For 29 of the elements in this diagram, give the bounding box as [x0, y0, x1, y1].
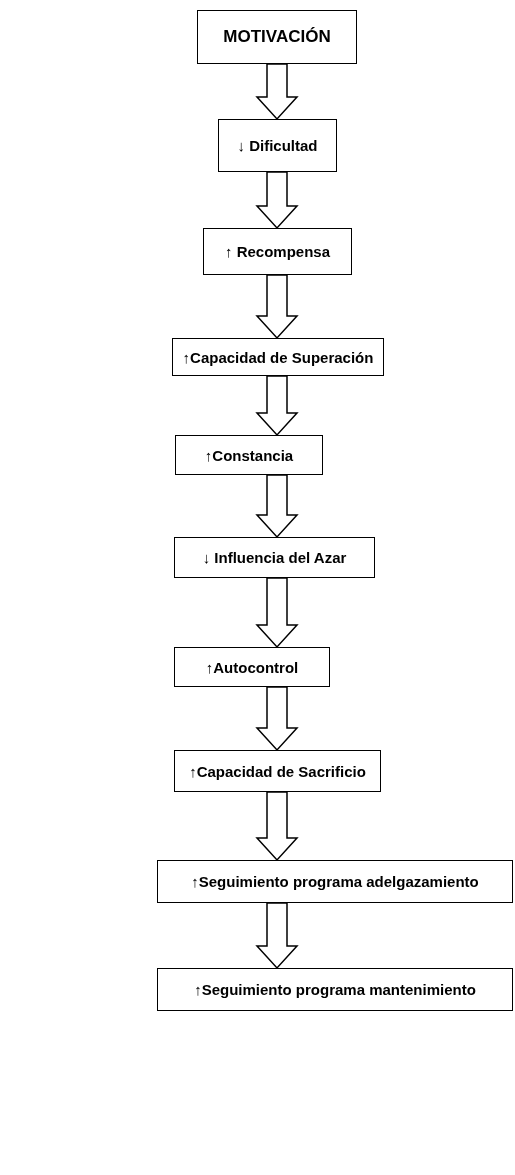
hollow-arrow [255, 686, 299, 752]
hollow-arrow [255, 63, 299, 121]
box-label: ↑Capacidad de Sacrificio [189, 762, 366, 780]
hollow-arrow [255, 274, 299, 340]
box-label: MOTIVACIÓN [223, 27, 331, 47]
hollow-arrow [255, 577, 299, 649]
process-box [197, 10, 357, 64]
process-box [175, 435, 323, 475]
process-box [218, 119, 337, 172]
box-label: ↑ Recompensa [224, 243, 330, 260]
process-box [157, 968, 513, 1011]
process-box [157, 860, 513, 903]
hollow-arrow [255, 791, 299, 862]
box-label: ↓ Dificultad [237, 137, 318, 154]
box-label: ↑Constancia [204, 446, 294, 464]
box-label: ↑Capacidad de Superación [182, 348, 374, 366]
box-label: ↑Seguimiento programa adelgazamiento [191, 873, 479, 890]
hollow-arrow [255, 902, 299, 970]
box-label: ↓ Influencia del Azar [202, 549, 347, 566]
process-box [172, 338, 384, 376]
process-box [174, 750, 381, 792]
process-box [174, 647, 330, 687]
hollow-arrow [255, 474, 299, 539]
box-label: ↑Seguimiento programa mantenimiento [194, 981, 476, 998]
box-label: ↑Autocontrol [205, 658, 299, 676]
hollow-arrow [255, 375, 299, 437]
hollow-arrow [255, 171, 299, 230]
process-box [203, 228, 352, 275]
process-box [174, 537, 375, 578]
